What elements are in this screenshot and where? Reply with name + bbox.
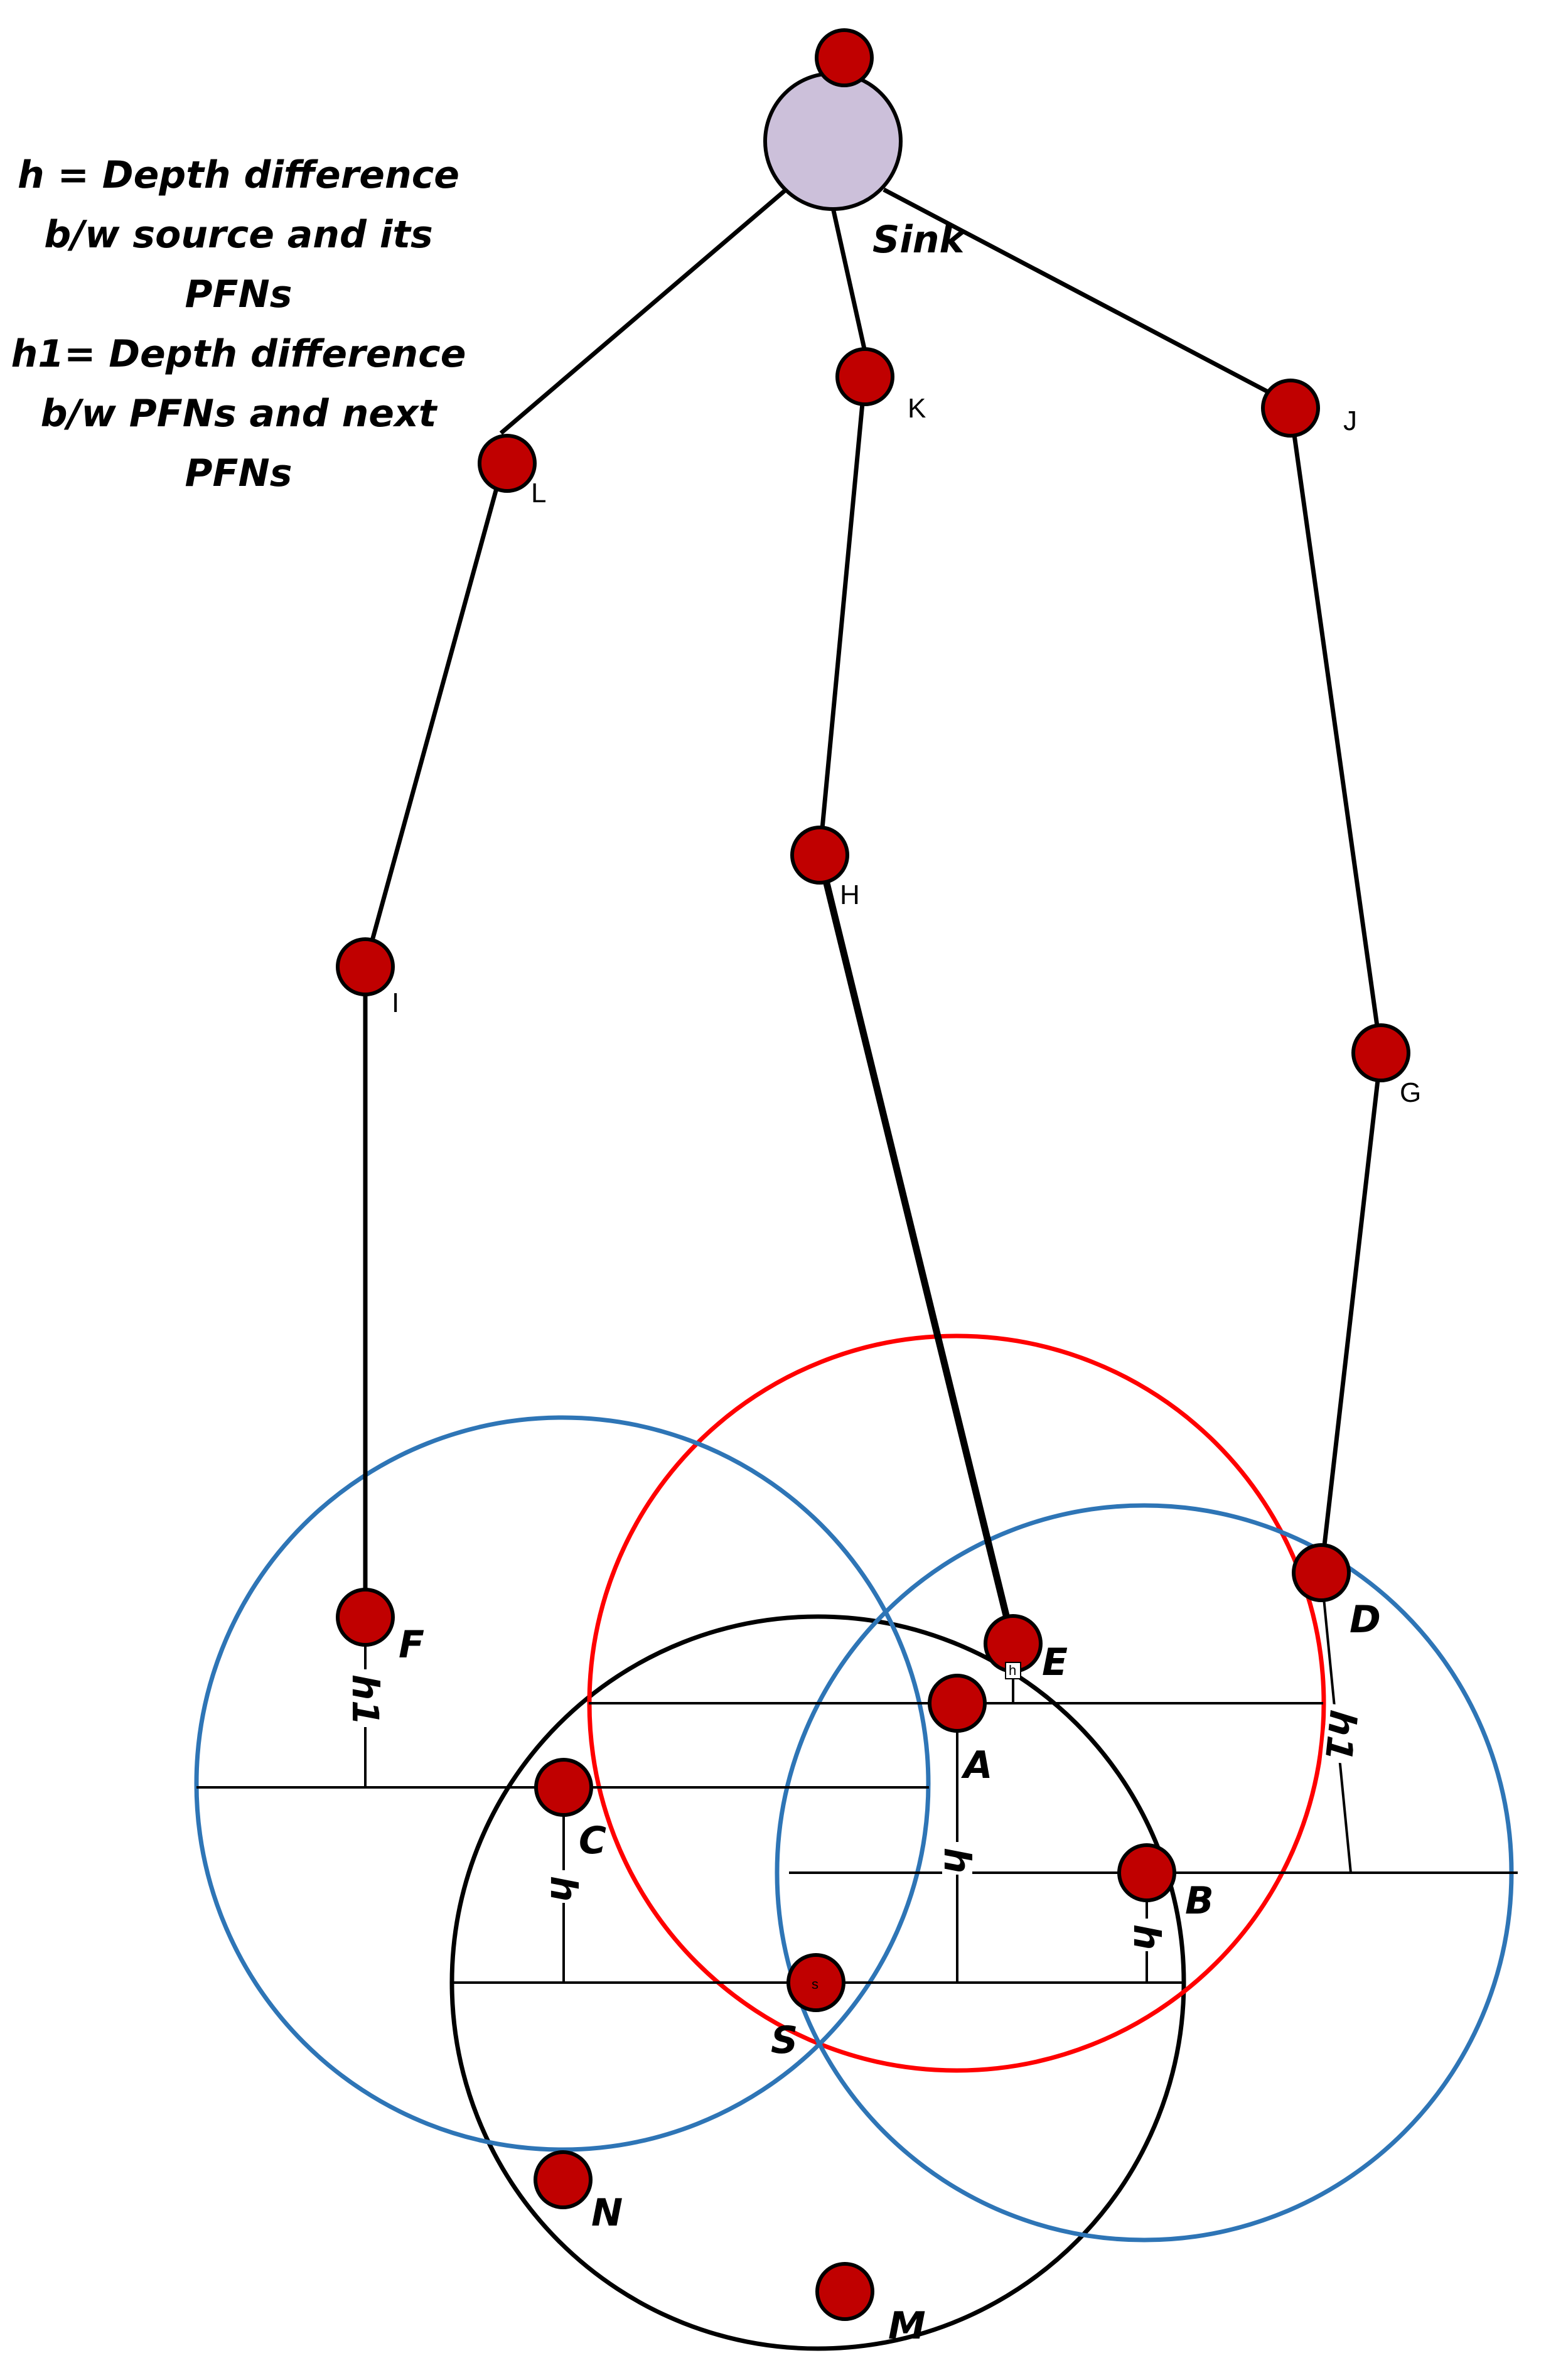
legend-line: h = Depth difference	[18, 153, 459, 197]
label-i: I	[392, 988, 399, 1018]
legend-text: h = Depth difference b/w source and its …	[0, 146, 477, 503]
range-circle-node-c	[194, 1415, 931, 2152]
node-f	[336, 1588, 395, 1647]
edge-sink-j	[883, 187, 1292, 406]
legend-line: b/w source and its	[44, 213, 433, 257]
label-sink: Sink	[872, 218, 966, 262]
label-h: H	[840, 880, 860, 910]
edge-sink-k	[829, 202, 867, 352]
h-label-bg-c	[549, 1870, 579, 1903]
edge-j-g	[1288, 407, 1383, 1053]
h1-label-bg-f	[349, 1669, 382, 1727]
node-i	[336, 937, 395, 996]
node-n	[534, 2150, 593, 2209]
label-j: J	[1343, 406, 1357, 436]
node-d	[1292, 1543, 1351, 1602]
label-g: G	[1400, 1077, 1421, 1108]
edge-h-e	[816, 854, 1017, 1645]
label-n: N	[591, 2191, 623, 2235]
node-m	[815, 2262, 874, 2321]
label-a: A	[961, 1743, 992, 1787]
node-k	[835, 347, 894, 406]
label-k: K	[908, 393, 926, 424]
edge-sink-l	[499, 189, 786, 435]
legend-line: PFNs	[185, 272, 292, 316]
label-f: F	[399, 1623, 424, 1667]
node-s-inner-label: s	[812, 1976, 818, 1992]
h-label-bg-b	[1132, 1919, 1162, 1951]
node-c	[534, 1758, 593, 1817]
h-label-a: h	[936, 1848, 979, 1873]
node-e-inner-label: h	[1009, 1662, 1016, 1678]
sink-node	[763, 72, 903, 211]
h1-label-bg-d	[1321, 1703, 1360, 1765]
legend-line: b/w PFNs and next	[40, 392, 437, 436]
node-l	[478, 434, 537, 493]
label-e: E	[1042, 1640, 1068, 1684]
sink-surface-node	[815, 28, 874, 87]
edge-k-h	[817, 376, 867, 856]
h1-label-f: h1	[344, 1674, 387, 1726]
label-m: M	[888, 2304, 926, 2348]
node-h	[790, 826, 849, 885]
label-d: D	[1350, 1598, 1381, 1642]
h-label-b: h	[1125, 1924, 1168, 1950]
label-s: S	[771, 2018, 798, 2062]
node-g	[1351, 1023, 1410, 1082]
node-j	[1261, 379, 1320, 438]
label-b: B	[1185, 1879, 1214, 1923]
node-b	[1117, 1843, 1176, 1902]
node-s	[786, 1953, 845, 2012]
legend-line: h1= Depth difference	[11, 332, 466, 376]
edge-g-d	[1319, 1052, 1383, 1573]
h1-label-d: h1	[1317, 1708, 1365, 1763]
h-label-bg-a	[942, 1842, 972, 1875]
node-a	[928, 1674, 987, 1733]
label-l: L	[531, 478, 546, 509]
edge-l-i	[363, 463, 506, 966]
node-e-inner-box	[1005, 1662, 1021, 1679]
label-c: C	[579, 1819, 606, 1863]
legend-line: PFNs	[185, 451, 292, 495]
h-label-c: h	[542, 1876, 585, 1902]
